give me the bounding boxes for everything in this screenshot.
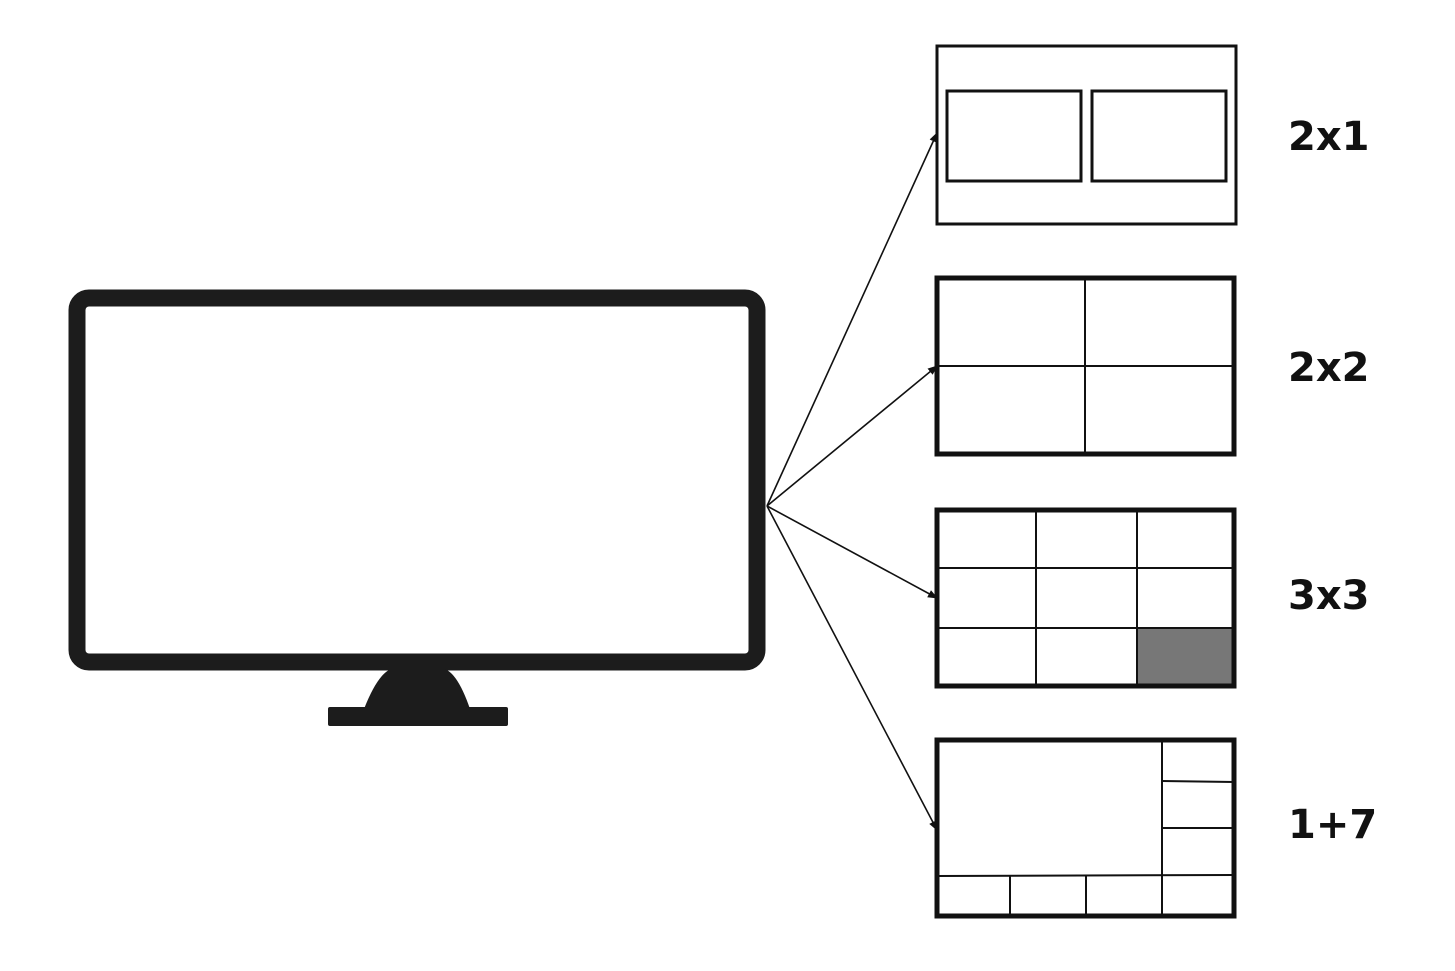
layout-2x1 [935,44,1238,226]
layout-1plus7 [934,737,1237,919]
layout-frame [935,44,1238,226]
layout-label-3x3: 3x3 [1288,573,1369,619]
arrows [766,132,938,831]
layout-label-2x2: 2x2 [1288,345,1369,391]
layout-cell [1090,89,1228,183]
arrow-icon [766,132,938,507]
layout-3x3 [934,507,1237,689]
layout-divider [1161,780,1235,783]
layout-cell [945,89,1083,183]
monitor-base [328,707,508,726]
monitor-screen [68,289,766,671]
layout-label-2x1: 2x1 [1288,114,1369,160]
highlighted-cell [1137,628,1234,686]
layout-divider [936,874,1235,877]
arrow-icon [766,365,938,507]
monitor-icon [68,289,766,726]
layout-label-1plus7: 1+7 [1288,802,1377,848]
layout-2x2 [934,275,1237,457]
layout-frame-outline [934,507,1237,689]
monitor-neck [364,668,470,709]
arrow-icon [766,505,938,831]
arrow-icon [766,505,938,599]
